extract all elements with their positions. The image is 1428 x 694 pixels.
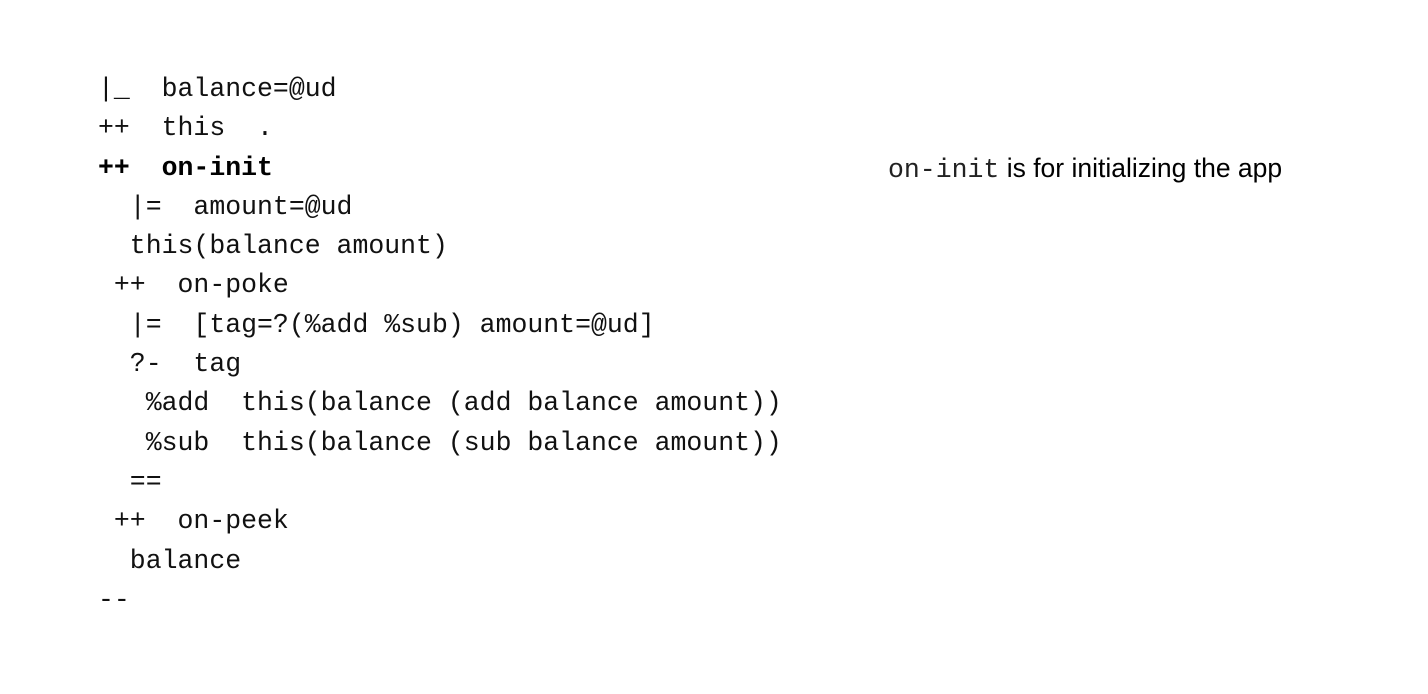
code-line: -- (98, 584, 130, 615)
code-line: %sub this(balance (sub balance amount)) (98, 427, 782, 458)
annotation: on-init is for initializing the app (888, 150, 1282, 186)
annotation-text: is for initializing the app (999, 153, 1283, 183)
code-line-highlighted: ++ on-init (98, 152, 273, 183)
code-line: ?- tag (98, 349, 242, 380)
code-line: == (98, 466, 162, 497)
annotation-code-term: on-init (888, 155, 1000, 185)
code-line: ++ this . (98, 113, 273, 144)
code-line: balance (98, 545, 242, 576)
code-line: |= amount=@ud (98, 191, 353, 222)
code-line: this(balance amount) (98, 231, 448, 262)
code-line: %add this(balance (add balance amount)) (98, 388, 782, 419)
code-line: |= [tag=?(%add %sub) amount=@ud] (98, 309, 655, 340)
code-line: ++ on-poke (98, 270, 289, 301)
code-line: |_ balance=@ud (98, 74, 337, 104)
code-line: ++ on-peek (98, 506, 289, 537)
code-listing: |_ balance=@ud ++ this . ++ on-init |= a… (98, 70, 998, 620)
